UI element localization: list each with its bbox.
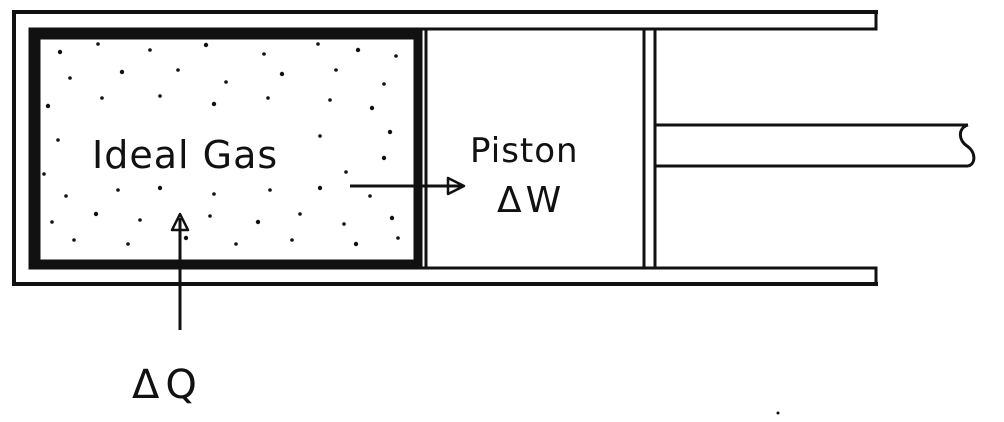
gas-particle [158, 94, 162, 98]
gas-particle [148, 48, 152, 52]
gas-particle [353, 241, 359, 247]
stray-dot [776, 411, 780, 415]
gas-chamber [31, 30, 423, 269]
gas-particle [317, 185, 323, 191]
gas-particle [157, 185, 163, 191]
heat-label: ΔQ [132, 362, 203, 408]
gas-particle [342, 222, 346, 226]
gas-particle [93, 211, 99, 217]
gas-particle [389, 215, 395, 221]
gas-particle [255, 219, 261, 225]
gas-particle [262, 52, 266, 56]
rod-break-mark [958, 123, 976, 168]
gas-particle [183, 235, 189, 241]
gas-particle [381, 155, 387, 161]
gas-particle [368, 194, 372, 198]
gas-particle [369, 105, 375, 111]
gas-particle [208, 214, 212, 218]
gas-label: Ideal Gas [92, 133, 278, 177]
cylinder-inner-outline [28, 27, 878, 270]
gas-particle [50, 220, 54, 224]
gas-particle [355, 47, 361, 53]
gas-particle [316, 42, 320, 46]
gas-particle [64, 194, 68, 198]
heat-arrow [170, 212, 190, 330]
gas-particles [42, 42, 400, 247]
gas-particle [96, 42, 100, 46]
gas-particle [203, 42, 209, 48]
piston [424, 29, 657, 268]
gas-particle [234, 242, 238, 246]
gas-particle [268, 188, 272, 192]
gas-particle [344, 170, 348, 174]
gas-particle [42, 172, 46, 176]
gas-particle [387, 129, 393, 135]
gas-particle [72, 238, 76, 242]
piston-rod [655, 123, 976, 168]
gas-particle [382, 82, 386, 86]
gas-particle [290, 238, 294, 242]
gas-particle [56, 138, 60, 142]
gas-particle [138, 218, 142, 222]
gas-particle [68, 76, 72, 80]
gas-particle [224, 80, 228, 84]
work-label: ΔW [497, 180, 565, 221]
gas-particle [334, 68, 338, 72]
gas-particle [176, 68, 180, 72]
piston-label: Piston [470, 131, 579, 171]
gas-particle [328, 98, 332, 102]
cylinder-top-wall-outer [12, 10, 878, 286]
gas-particle [116, 188, 120, 192]
cylinder [12, 10, 878, 286]
gas-particle [126, 242, 130, 246]
gas-particle [266, 96, 270, 100]
gas-particle [212, 192, 216, 196]
work-arrow [350, 176, 466, 196]
gas-particle [318, 134, 322, 138]
gas-particle [298, 212, 302, 216]
gas-particle [394, 54, 398, 58]
gas-particle [57, 49, 63, 55]
gas-particle [100, 96, 104, 100]
gas-particle [396, 236, 400, 240]
gas-particle [211, 101, 217, 107]
gas-particle [119, 69, 125, 75]
gas-particle [279, 71, 285, 77]
gas-particle [45, 103, 51, 109]
